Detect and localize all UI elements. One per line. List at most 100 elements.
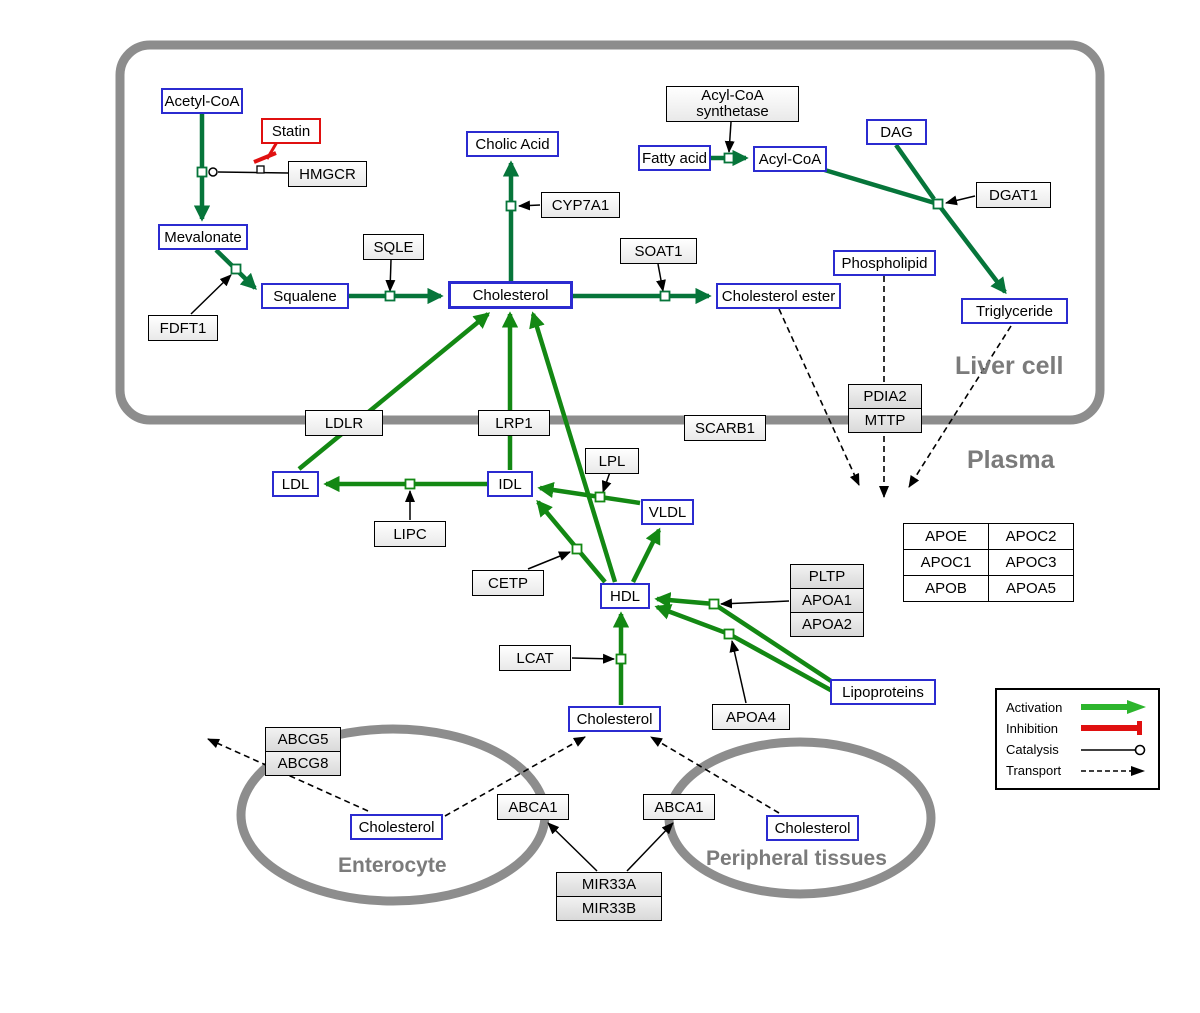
node-abcg5[interactable]: ABCG5	[265, 727, 341, 752]
catalysis-fdft1	[190, 274, 232, 315]
node-triglyceride[interactable]: Triglyceride	[961, 298, 1068, 324]
node-fatty-acid[interactable]: Fatty acid	[638, 145, 711, 171]
node-lrp1[interactable]: LRP1	[478, 410, 550, 436]
node-cyp7a1[interactable]: CYP7A1	[541, 192, 620, 218]
node-apoa5[interactable]: APOA5	[988, 575, 1074, 602]
reaction-node	[659, 290, 671, 302]
reaction-node	[723, 152, 735, 164]
node-apob[interactable]: APOB	[903, 575, 989, 602]
node-pdia2[interactable]: PDIA2	[848, 384, 922, 409]
catalysis-circle-hmgcr	[208, 167, 218, 177]
node-lcat[interactable]: LCAT	[499, 645, 571, 671]
edge-vldl-to-idl	[537, 481, 641, 506]
node-hdl[interactable]: HDL	[600, 583, 650, 609]
node-soat1[interactable]: SOAT1	[620, 238, 697, 264]
catalysis-pltp-apoa-stack	[720, 598, 790, 609]
node-scarb1[interactable]: SCARB1	[684, 415, 766, 441]
peripheral-tissues-label: Peripheral tissues	[706, 847, 887, 870]
liver-cell-label: Liver cell	[955, 352, 1064, 380]
legend-transport-row: Transport	[1006, 761, 1149, 781]
node-cetp[interactable]: CETP	[472, 570, 544, 596]
catalysis-soat1	[656, 263, 666, 292]
legend-inhibition-label: Inhibition	[1006, 720, 1059, 736]
node-acyl-coa-synthetase[interactable]: Acyl-CoA synthetase	[666, 86, 799, 122]
node-apoe[interactable]: APOE	[903, 523, 989, 550]
legend-box: Activation Inhibition Catalysis Transpor…	[995, 688, 1160, 790]
legend-activation-label: Activation	[1006, 699, 1063, 715]
node-apoc1[interactable]: APOC1	[903, 549, 989, 576]
reaction-node	[196, 166, 208, 178]
node-statin[interactable]: Statin	[261, 118, 321, 144]
node-ldl[interactable]: LDL	[272, 471, 319, 497]
node-lipc[interactable]: LIPC	[374, 521, 446, 547]
node-cholesterol-enterocyte[interactable]: Cholesterol	[350, 814, 443, 840]
node-lpl[interactable]: LPL	[585, 448, 639, 474]
node-acetyl-coa[interactable]: Acetyl-CoA	[161, 88, 243, 114]
transport-cholesterolester	[778, 308, 860, 486]
catalysis-lcat	[571, 653, 615, 664]
reaction-node	[505, 200, 517, 212]
node-hmgcr[interactable]: HMGCR	[288, 161, 367, 187]
reaction-node	[932, 198, 944, 210]
catalysis-mir33-abca1-right	[626, 822, 674, 872]
reaction-node	[384, 290, 396, 302]
catalysis-lpl	[601, 471, 612, 493]
node-abca1-left[interactable]: ABCA1	[497, 794, 569, 820]
node-mevalonate[interactable]: Mevalonate	[158, 224, 248, 250]
reaction-nodes	[196, 152, 944, 665]
node-pltp[interactable]: PLTP	[790, 564, 864, 589]
node-mir33b[interactable]: MIR33B	[556, 896, 662, 921]
node-mir33a[interactable]: MIR33A	[556, 872, 662, 897]
reaction-node	[594, 491, 606, 503]
node-lipoproteins[interactable]: Lipoproteins	[830, 679, 936, 705]
catalysis-sqle	[385, 259, 396, 292]
node-cholic-acid[interactable]: Cholic Acid	[466, 131, 559, 157]
node-sqle[interactable]: SQLE	[363, 234, 424, 260]
catalysis-circle-icon	[1081, 744, 1146, 755]
edge-ldl-uptake-ldlr	[297, 312, 491, 471]
node-vldl[interactable]: VLDL	[641, 499, 694, 525]
node-phospholipid[interactable]: Phospholipid	[833, 250, 936, 276]
catalysis-edges	[190, 121, 976, 872]
edge-hdl-to-idl-cetp	[536, 499, 607, 584]
transport-dashed-arrow-icon	[1081, 765, 1145, 776]
plasma-label: Plasma	[967, 446, 1055, 474]
legend-catalysis-label: Catalysis	[1006, 742, 1059, 758]
stack-pdia2-mttp: PDIA2 MTTP	[848, 384, 922, 433]
catalysis-mir33-abca1-left	[547, 822, 598, 872]
inhibition-statin-tbar	[253, 151, 277, 164]
node-apoa2[interactable]: APOA2	[790, 612, 864, 637]
node-cholesterol-ester[interactable]: Cholesterol ester	[716, 283, 841, 309]
inhibition-statin	[253, 141, 279, 164]
node-apoa1[interactable]: APOA1	[790, 588, 864, 613]
reaction-node	[571, 543, 583, 555]
node-abca1-right[interactable]: ABCA1	[643, 794, 715, 820]
node-idl[interactable]: IDL	[487, 471, 533, 497]
apolipoprotein-table: APOE APOC2 APOC1 APOC3 APOB APOA5	[903, 523, 1074, 602]
node-apoc3[interactable]: APOC3	[988, 549, 1074, 576]
node-cholesterol-plasma[interactable]: Cholesterol	[568, 706, 661, 732]
node-fdft1[interactable]: FDFT1	[148, 315, 218, 341]
transport-triglyceride	[908, 325, 1012, 488]
edge-dag-junction	[894, 143, 936, 201]
node-apoa4[interactable]: APOA4	[712, 704, 790, 730]
node-cholesterol-peripheral[interactable]: Cholesterol	[766, 815, 859, 841]
node-abcg8[interactable]: ABCG8	[265, 751, 341, 776]
node-dag[interactable]: DAG	[866, 119, 927, 145]
reaction-node	[615, 653, 627, 665]
legend-activation-row: Activation	[1006, 697, 1149, 717]
node-apoc2[interactable]: APOC2	[988, 523, 1074, 550]
node-acyl-coa[interactable]: Acyl-CoA	[753, 146, 827, 172]
catalysis-hmgcr	[217, 171, 289, 174]
liver-cell-membrane	[115, 40, 1105, 425]
node-squalene[interactable]: Squalene	[261, 283, 349, 309]
node-dgat1[interactable]: DGAT1	[976, 182, 1051, 208]
transport-peripheral-to-plasma	[650, 736, 780, 814]
catalysis-cetp	[527, 551, 571, 570]
node-cholesterol-liver[interactable]: Cholesterol	[448, 281, 573, 309]
node-ldlr[interactable]: LDLR	[305, 410, 383, 436]
stack-pltp-apoa: PLTP APOA1 APOA2	[790, 564, 864, 637]
node-mttp[interactable]: MTTP	[848, 408, 922, 433]
